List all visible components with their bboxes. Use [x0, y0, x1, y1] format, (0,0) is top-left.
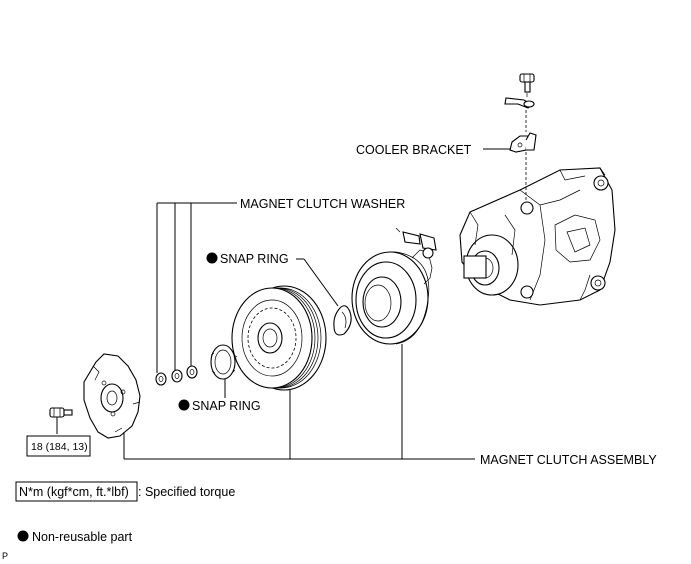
snap-ring-lower-label: SNAP RING [192, 399, 261, 413]
cooler-bracket-assembly [504, 73, 537, 200]
snap-ring-upper-part [333, 305, 352, 336]
figure-code: P [2, 551, 8, 561]
magnet-clutch-stator [351, 251, 430, 345]
cooler-bracket [509, 132, 537, 153]
clutch-bolt [49, 407, 73, 434]
snap-ring-lower-part [210, 344, 238, 380]
snap-ring-upper-label: SNAP RING [220, 252, 289, 266]
legend-non-reusable: Non-reusable part [32, 530, 133, 544]
torque-value-box [26, 435, 91, 457]
legend-torque-box [15, 481, 138, 502]
magnet-clutch-pulley [231, 285, 327, 391]
cooler-bracket-label: COOLER BRACKET [356, 143, 472, 157]
torque-value-label: 18 (184, 13) [31, 441, 88, 453]
non-reusable-marker-icon [206, 252, 218, 264]
bracket-bolt [519, 73, 535, 93]
legend-torque-unit: N*m (kgf*cm, ft.*lbf) [19, 485, 129, 499]
non-reusable-marker-icon [178, 399, 190, 411]
non-reusable-legend-icon [17, 530, 29, 542]
leader-lines [123, 148, 511, 460]
legend-torque-desc: : Specified torque [138, 485, 235, 499]
stator-connector [395, 227, 437, 285]
wire-clamp [504, 97, 535, 109]
compressor [459, 167, 616, 306]
magnet-clutch-washers [155, 365, 198, 386]
legend: N*m (kgf*cm, ft.*lbf) : Specified torque… [15, 481, 235, 544]
magnet-clutch-washer-label: MAGNET CLUTCH WASHER [240, 197, 405, 211]
pressure-plate [83, 353, 141, 439]
magnet-clutch-assembly-label: MAGNET CLUTCH ASSEMBLY [480, 453, 657, 467]
